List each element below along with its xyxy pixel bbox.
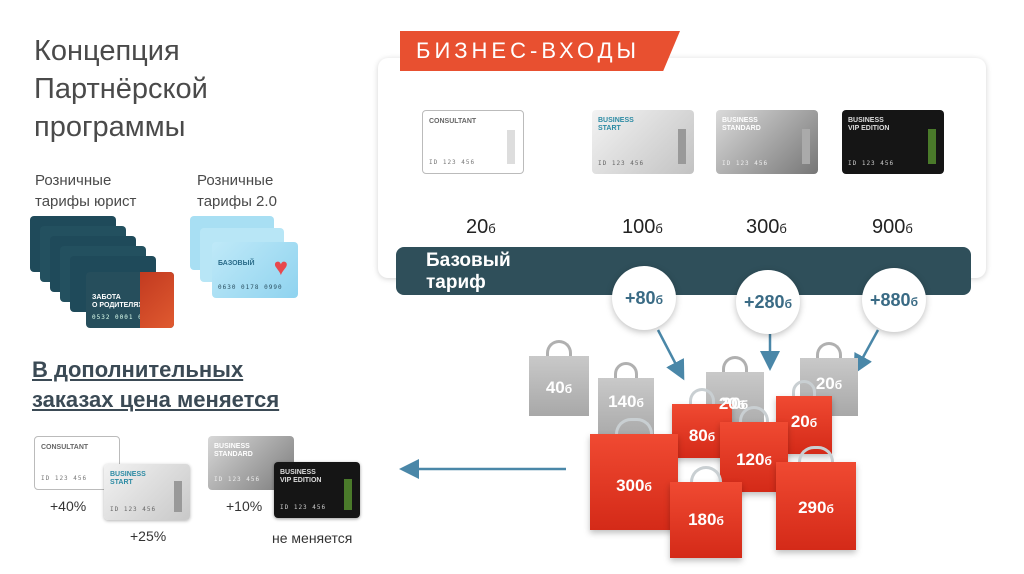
vip-card-small: BUSINESS VIP EDITION ID 123 456	[274, 462, 360, 518]
page-title: Концепция Партнёрской программы	[34, 35, 208, 143]
start-card-small: BUSINESS START ID 123 456	[104, 464, 190, 520]
retail-lawyer-label: Розничные тарифы юрист	[35, 172, 137, 210]
gray-bag-1: 40б	[529, 340, 589, 416]
price-vip: 900б	[872, 216, 913, 238]
arrow-880	[853, 329, 880, 375]
vip-card: BUSINESS VIP EDITION ID 123 456	[842, 110, 944, 174]
bonus-880: +880б	[862, 268, 926, 332]
retail-dark-card: ЗАБОТА О РОДИТЕЛЯХ 0532 0001 0002	[86, 272, 174, 328]
consultant-card: CONSULTANT ID 123 456	[422, 110, 524, 174]
price-consultant: 20б	[466, 216, 496, 238]
retail-20-card-stack: БАЗОВЫЙ 0630 0178 0990 ♥	[190, 216, 302, 298]
standard-card: BUSINESS STANDARD ID 123 456	[716, 110, 818, 174]
retail-lawyer-card-stack: ЗАБОТА О РОДИТЕЛЯХ 0532 0001 0002	[30, 216, 180, 328]
bonus-280: +280б	[736, 270, 800, 334]
modifier-vip: не меняется	[272, 530, 353, 546]
modifier-standard: +10%	[226, 498, 263, 514]
bonus-80: +80б	[612, 266, 676, 330]
retail-light-card: БАЗОВЫЙ 0630 0178 0990 ♥	[212, 242, 298, 298]
red-bag-20-small: 20б	[718, 394, 746, 413]
red-bag-290: 290б	[776, 446, 856, 550]
start-card: BUSINESS START ID 123 456	[592, 110, 694, 174]
red-bag-180: 180б	[670, 466, 742, 558]
price-start: 100б	[622, 216, 663, 238]
red-bag-300: 300б	[590, 418, 678, 530]
modifier-start: +25%	[130, 528, 167, 544]
business-entry-banner: БИЗНЕС-ВХОДЫ	[400, 31, 680, 71]
heart-icon: ♥	[273, 254, 288, 281]
modifier-consultant: +40%	[50, 498, 87, 514]
headline: В дополнительных заказах цена меняется	[32, 357, 280, 412]
retail-20-label: Розничные тарифы 2.0	[197, 172, 277, 210]
base-tariff-label: Базовый тариф	[426, 250, 511, 293]
arrow-80	[656, 329, 685, 381]
price-standard: 300б	[746, 216, 787, 238]
